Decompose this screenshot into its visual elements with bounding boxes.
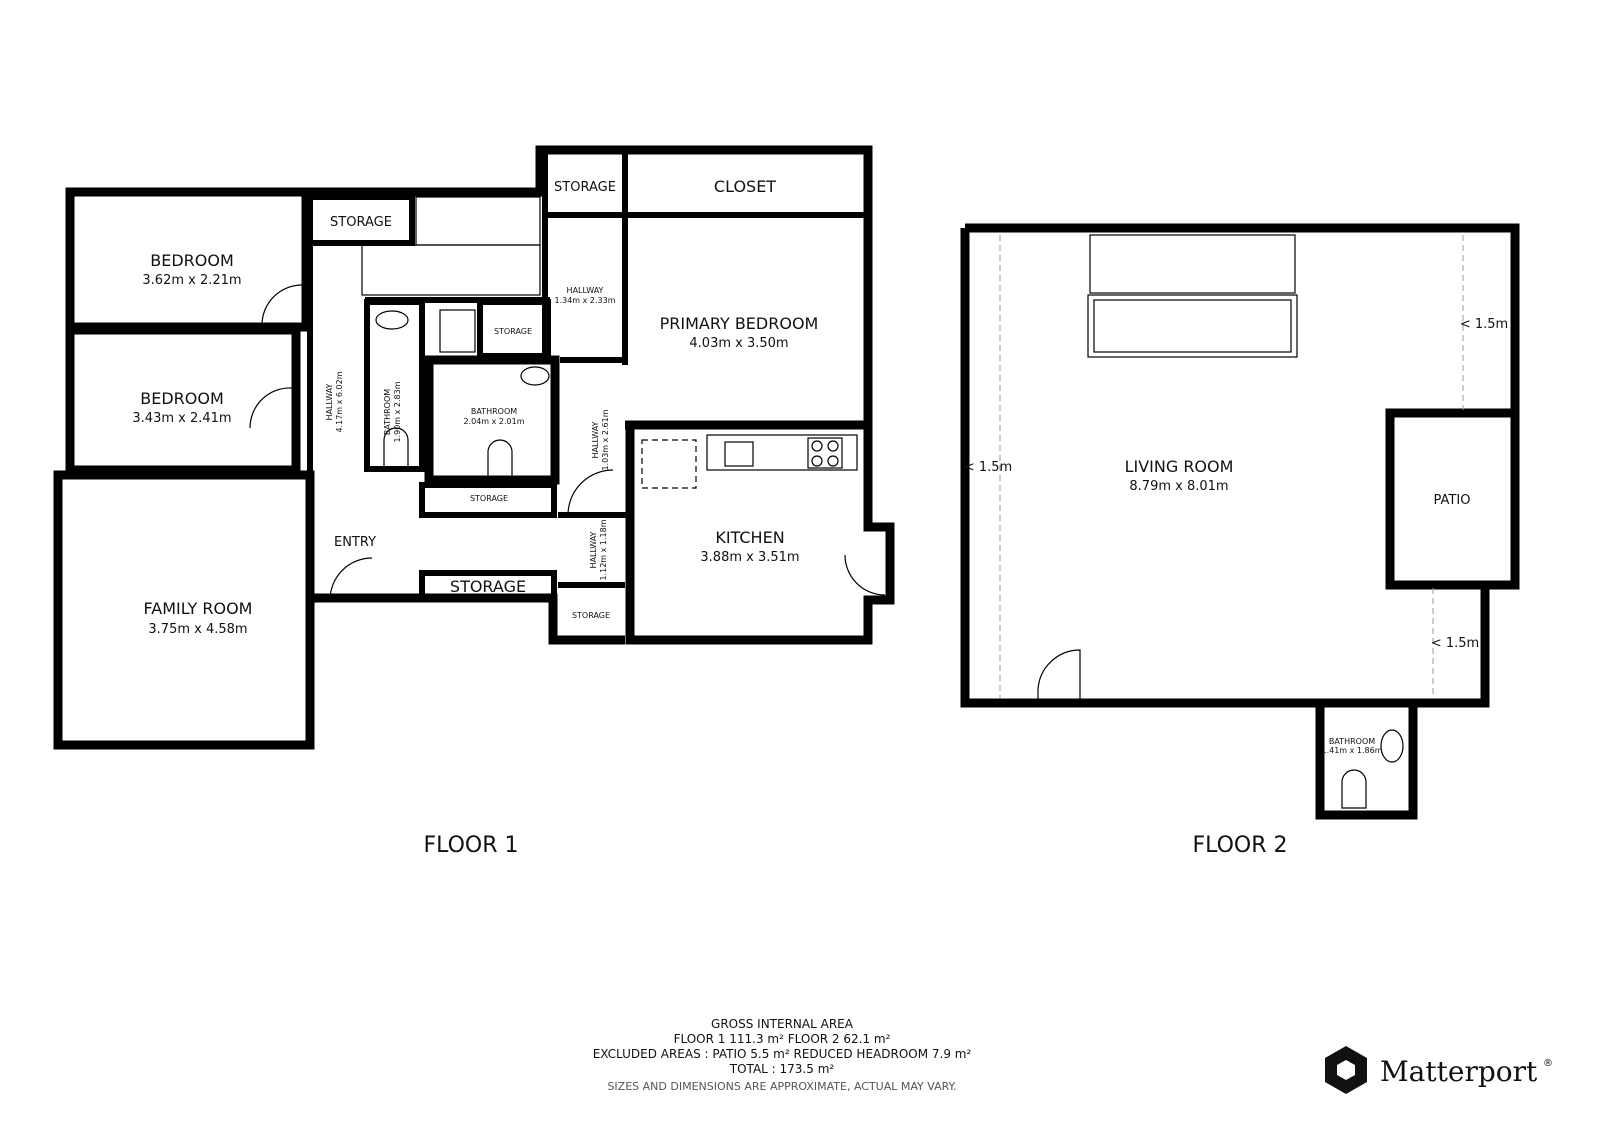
table-icon [641,439,697,489]
room-name: HALLWAY [591,421,600,458]
room-size: 4.17m x 6.02m [335,371,344,432]
stairs-icon [361,196,541,296]
room-name: STORAGE [572,611,610,620]
summary-title: GROSS INTERNAL AREA [711,1017,854,1031]
room-name: PRIMARY BEDROOM [660,314,819,333]
room-size: 3.75m x 4.58m [148,622,247,637]
brand-mark: ® [1543,1058,1553,1069]
door-swing-icon [1037,649,1081,703]
room-name: LIVING ROOM [1125,457,1234,476]
toilet-icon [487,439,513,479]
room-size: 3.62m x 2.21m [142,273,241,288]
room-size: 3.43m x 2.41m [132,411,231,426]
floor2-labels: LIVING ROOM 8.79m x 8.01m PATIO BATHROOM… [964,317,1508,858]
stairs-icon [1087,234,1298,358]
floor2-walls [960,223,1520,820]
door-swing-icon [249,387,293,429]
room-size: 1.90m x 2.83m [393,381,402,442]
door-swing-icon [844,554,886,596]
bathtub-icon [375,310,409,330]
headroom-mark: < 1.5m [1460,317,1508,332]
brand-name: Matterport [1380,1055,1538,1088]
room-size: 3.88m x 3.51m [700,550,799,565]
floor1-walls [53,145,895,750]
room-size: 2.04m x 2.01m [463,417,524,426]
room-name: BEDROOM [150,251,234,270]
door-swing-icon [567,469,614,516]
headroom-mark: < 1.5m [1431,636,1479,651]
room-size: 4.03m x 3.50m [689,336,788,351]
sink-icon [724,441,754,467]
door-swing-icon [329,557,373,601]
toilet-icon [1341,769,1367,809]
matterport-logo: Matterport ® [1325,1046,1553,1094]
room-name: HALLWAY [325,383,334,420]
floor1-fixtures [249,196,886,601]
summary-excluded: EXCLUDED AREAS : PATIO 5.5 m² REDUCED HE… [593,1047,972,1061]
room-name: STORAGE [554,180,616,195]
matterport-cube-icon [1325,1046,1367,1094]
cooktop-icon [807,437,843,469]
room-name: HALLWAY [589,531,598,568]
room-name: PATIO [1434,493,1471,508]
room-name: STORAGE [494,327,532,336]
room-name: STORAGE [330,215,392,230]
room-name: BATHROOM [471,407,517,416]
room-size: 1.34m x 2.33m [554,296,615,305]
room-size: 1.03m x 2.61m [601,409,610,470]
floor2-label: FLOOR 2 [1192,833,1287,858]
headroom-mark: < 1.5m [964,460,1012,475]
room-name: FAMILY ROOM [144,599,253,618]
sink-icon [1380,729,1404,763]
room-name: BATHROOM [383,389,392,435]
room-size: 8.79m x 8.01m [1129,479,1228,494]
room-size: 1.41m x 1.86m [1321,746,1382,755]
room-name: CLOSET [714,177,776,196]
toilet-icon [383,427,409,469]
disclaimer: SIZES AND DIMENSIONS ARE APPROXIMATE, AC… [607,1080,956,1093]
area-summary: GROSS INTERNAL AREA FLOOR 1 111.3 m² FLO… [593,1017,972,1093]
room-name: BEDROOM [140,389,224,408]
summary-floors: FLOOR 1 111.3 m² FLOOR 2 62.1 m² [674,1032,891,1046]
sink-icon [520,366,550,386]
room-name: STORAGE [470,494,508,503]
room-name: STORAGE [450,577,526,596]
room-name: KITCHEN [715,528,784,547]
room-size: 1.12m x 1.18m [599,519,608,580]
door-swing-icon [261,284,303,326]
floor1-label: FLOOR 1 [423,833,518,858]
summary-total: TOTAL : 173.5 m² [729,1062,835,1076]
floor1-labels: BEDROOM 3.62m x 2.21m BEDROOM 3.43m x 2.… [132,177,818,858]
room-name: HALLWAY [567,286,604,295]
room-name: ENTRY [334,535,376,550]
room-name: BATHROOM [1329,737,1375,746]
shower-icon [439,309,476,353]
